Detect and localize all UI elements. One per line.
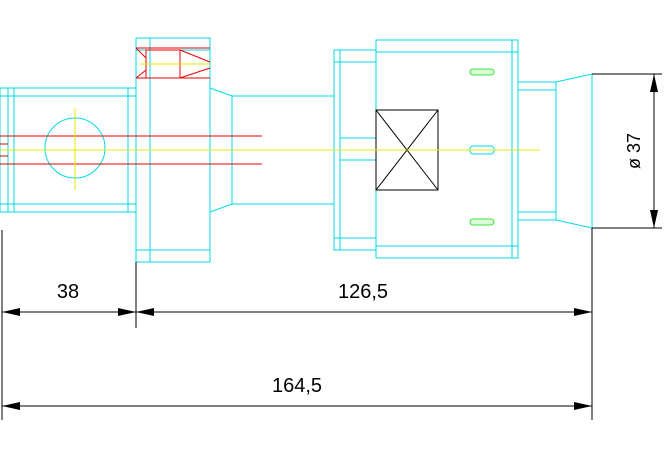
- dim-text-diameter: ø 37: [624, 133, 644, 169]
- left-shank: [0, 87, 137, 213]
- hidden-lines: [0, 47, 262, 165]
- dimension-arrows: [2, 74, 658, 410]
- main-body: [375, 39, 519, 259]
- tapered-end: [517, 73, 593, 229]
- dim-text-38: 38: [57, 281, 79, 303]
- marker-top: [469, 68, 495, 76]
- centerlines: [0, 63, 540, 190]
- marker-bottom: [469, 218, 495, 226]
- grease-markers: [469, 68, 495, 226]
- dim-text-126-5: 126,5: [338, 281, 388, 303]
- dimension-lines: [1, 73, 662, 420]
- dim-text-164-5: 164,5: [272, 375, 322, 397]
